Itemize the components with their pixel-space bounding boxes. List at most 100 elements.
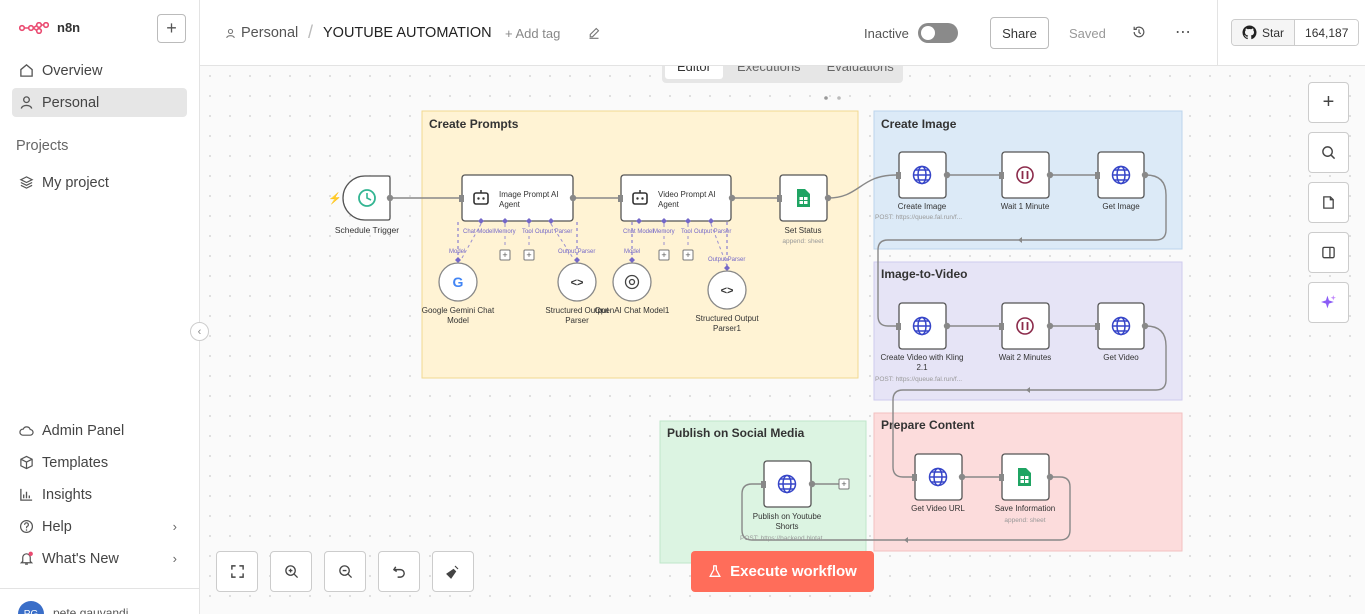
github-star-label: Star	[1262, 25, 1285, 40]
sidebar-item-insights[interactable]: Insights	[12, 480, 187, 509]
add-memory-button[interactable]: +	[499, 249, 511, 261]
sidebar-item-overview[interactable]: Overview	[12, 56, 187, 85]
workflow-status-label: Inactive	[864, 26, 909, 41]
sidebar-item-whats-new[interactable]: What's New ›	[12, 544, 187, 573]
tab-evaluations[interactable]: Evaluations	[826, 66, 894, 74]
node-openai-chat-model[interactable]: OpenAI Chat Model1	[595, 257, 670, 315]
node-label: Structured Output	[545, 306, 609, 315]
globe-icon	[912, 165, 932, 185]
sidebar-item-my-project[interactable]: My project	[12, 168, 187, 197]
breadcrumb-project[interactable]: Personal	[225, 25, 298, 41]
n8n-logo[interactable]: n8n	[19, 20, 80, 35]
chart-icon	[18, 487, 34, 503]
github-star-button[interactable]: Star 164,187	[1231, 19, 1360, 46]
add-tool-button[interactable]: +	[523, 249, 535, 261]
create-new-button[interactable]: +	[157, 14, 186, 43]
top-bar: Personal / YOUTUBE AUTOMATION + Add tag …	[200, 0, 1365, 66]
n8n-logo-icon	[19, 21, 49, 34]
saved-status: Saved	[1069, 26, 1106, 41]
node-label: Wait 1 Minute	[1001, 202, 1050, 211]
google-sheets-icon	[1018, 468, 1031, 486]
node-subtitle: POST: https://queue.fal.run/f...	[875, 376, 962, 383]
add-node-tool[interactable]: +	[1308, 82, 1349, 123]
zoom-out-button[interactable]	[324, 551, 366, 592]
node-label: Create Video with Kling	[880, 353, 963, 362]
node-get-video-url[interactable]: Get Video URL	[911, 453, 965, 513]
sidebar-item-admin-panel[interactable]: Admin Panel	[12, 416, 187, 445]
robot-icon	[473, 190, 489, 205]
sticky-note-tool[interactable]	[1308, 182, 1349, 223]
node-wait-1-minute[interactable]: Wait 1 Minute	[999, 151, 1054, 211]
node-create-image[interactable]: Create Image POST: https://queue.fal.run…	[875, 151, 962, 221]
group-title-create-image: Create Image	[881, 117, 957, 131]
add-tag-button[interactable]: + Add tag	[505, 26, 561, 41]
plus-icon: +	[1322, 91, 1335, 113]
globe-icon	[912, 316, 932, 336]
node-label: 2.1	[916, 363, 928, 372]
note-icon	[1323, 196, 1334, 209]
svg-text:+: +	[661, 250, 666, 260]
undo-button[interactable]	[378, 551, 420, 592]
node-wait-2-minutes[interactable]: Wait 2 Minutes	[999, 302, 1054, 362]
globe-icon	[1111, 165, 1131, 185]
panel-toggle-tool[interactable]	[1308, 232, 1349, 273]
globe-icon	[777, 474, 797, 494]
port-label: Model	[624, 249, 640, 255]
node-label: Save Information	[995, 504, 1055, 513]
node-label: OpenAI Chat Model1	[595, 306, 670, 315]
sidebar-item-personal[interactable]: Personal	[12, 88, 187, 117]
tab-executions[interactable]: Executions	[736, 66, 801, 74]
edit-icon[interactable]	[588, 27, 600, 39]
node-image-prompt-agent[interactable]: Image Prompt AI Agent	[459, 174, 577, 222]
node-label: Video Prompt AI	[658, 190, 716, 199]
sidebar-item-templates[interactable]: Templates	[12, 448, 187, 477]
search-tool[interactable]	[1308, 132, 1349, 173]
chevron-left-icon: ‹	[197, 325, 202, 338]
add-memory-button[interactable]: +	[658, 249, 670, 261]
node-save-information[interactable]: Save Information append: sheet	[995, 453, 1055, 524]
more-options-icon[interactable]: ⋯	[1175, 24, 1191, 41]
node-structured-output-parser[interactable]: <> Structured Output Parser	[545, 257, 609, 325]
home-icon	[18, 63, 34, 79]
share-button[interactable]: Share	[990, 17, 1049, 49]
user-name: pete gauvandi	[53, 606, 129, 614]
node-publish-youtube-shorts[interactable]: Publish on Youtube Shorts POST: https://…	[740, 460, 828, 542]
zoom-in-button[interactable]	[270, 551, 312, 592]
active-toggle[interactable]	[918, 23, 958, 43]
pause-icon	[1016, 166, 1034, 184]
history-icon[interactable]	[1132, 25, 1146, 39]
undo-icon	[392, 566, 405, 578]
workflow-title[interactable]: YOUTUBE AUTOMATION	[323, 25, 492, 41]
add-tool-button[interactable]: +	[682, 249, 694, 261]
node-get-video[interactable]: Get Video	[1095, 302, 1149, 362]
fit-view-button[interactable]	[216, 551, 258, 592]
node-create-video-kling[interactable]: Create Video with Kling 2.1 POST: https:…	[875, 302, 964, 383]
github-star: Star	[1232, 20, 1296, 45]
execute-workflow-button[interactable]: Execute workflow	[691, 551, 874, 592]
collapse-sidebar-button[interactable]: ‹	[190, 322, 209, 341]
node-label: Create Image	[898, 202, 947, 211]
node-google-gemini-chat-model[interactable]: G Google Gemini Chat Model	[422, 257, 495, 325]
user-menu[interactable]: PG pete gauvandi	[0, 588, 200, 614]
port-label: Output Parser	[708, 257, 745, 263]
tidy-up-button[interactable]	[432, 551, 474, 592]
code-icon: <>	[571, 277, 584, 289]
sub-connections	[663, 223, 728, 267]
node-subtitle: append: sheet	[782, 238, 823, 245]
node-label: Schedule Trigger	[335, 225, 399, 235]
sidebar-item-label: Help	[42, 518, 72, 535]
node-structured-output-parser-1[interactable]: <> Structured Output Parser1	[695, 265, 759, 333]
node-video-prompt-agent[interactable]: Video Prompt AI Agent	[618, 174, 736, 222]
zoom-in-icon	[284, 565, 298, 579]
port-label: Model	[449, 249, 465, 255]
group-title-create-prompts: Create Prompts	[429, 117, 519, 131]
node-get-image[interactable]: Get Image	[1095, 151, 1149, 211]
tab-editor[interactable]: Editor	[665, 66, 723, 79]
node-schedule-trigger[interactable]: ⚡ Schedule Trigger	[328, 175, 399, 235]
ai-assistant-tool[interactable]	[1308, 282, 1349, 323]
node-set-status[interactable]: Set Status append: sheet	[777, 174, 832, 245]
workflow-canvas[interactable]: Create Prompts Create Image Image-to-Vid…	[200, 66, 1365, 614]
add-node-button[interactable]: +	[838, 478, 850, 490]
sidebar-item-help[interactable]: Help ›	[12, 512, 187, 541]
port-label: Output Parser	[535, 229, 572, 235]
